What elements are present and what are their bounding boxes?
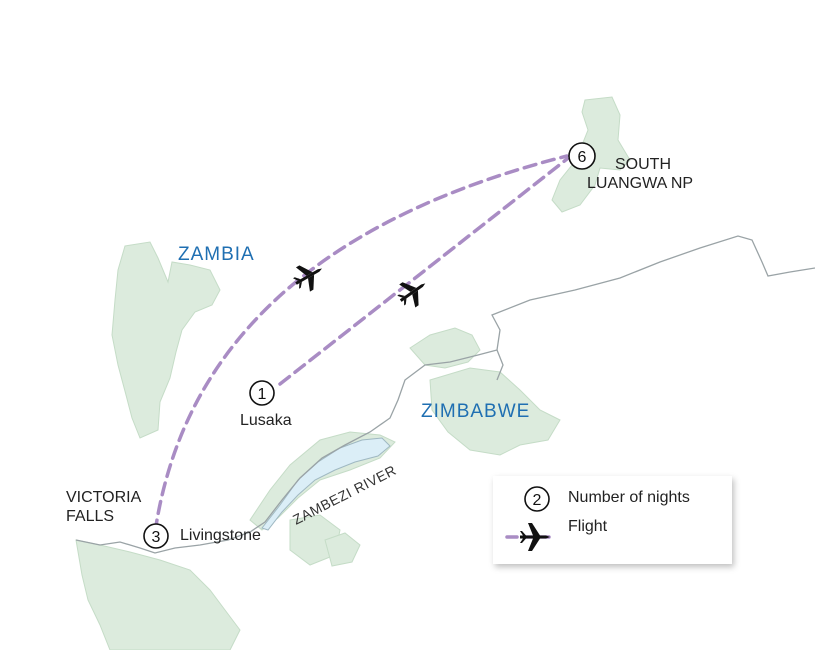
protected-areas [75,96,631,650]
south-luangwa-line2: LUANGWA NP [587,175,694,192]
airplane-icon [397,282,426,308]
nights-livingstone: 3 [152,529,161,546]
border-zambezi-line [75,235,815,554]
legend-nights-marker: 2 [524,486,550,512]
airplane-icon [520,523,550,551]
country-label-zimbabwe: ZIMBABWE [421,401,531,422]
place-label-victoria-falls: VICTORIA FALLS [66,488,141,526]
nights-south-luangwa: 6 [578,149,587,166]
marker-livingstone: 3 [143,523,169,549]
place-label-lusaka: Lusaka [240,412,292,429]
park-zambezi-south-2 [324,532,361,567]
park-west-zambia [111,241,221,439]
route-livingstone-luangwa [153,154,569,534]
nights-lusaka: 1 [258,386,267,403]
legend-flight-label: Flight [568,518,608,535]
borders [75,235,815,554]
place-label-south-luangwa: SOUTH LUANGWA NP [587,155,693,193]
country-label-zambia: ZAMBIA [178,244,255,265]
south-luangwa-line1: SOUTH [615,156,671,173]
legend-nights-label: Number of nights [568,489,690,506]
route-lusaka-luangwa [278,157,569,386]
airplane-icon [293,265,322,292]
park-middle [409,327,481,369]
legend-nights-sample: 2 [533,492,542,509]
victoria-falls-line1: VICTORIA [66,489,142,506]
legend-symbols: 2 [505,486,557,551]
border-zimbabwe-east [496,349,504,381]
victoria-falls-line2: FALLS [66,508,115,525]
flight-routes [153,154,569,534]
park-hwange [75,539,241,650]
marker-south-luangwa: 6 [568,142,596,170]
marker-lusaka: 1 [249,380,275,406]
place-label-livingstone: Livingstone [180,527,261,544]
map-legend: 2 Number of nights Flight [493,476,732,564]
